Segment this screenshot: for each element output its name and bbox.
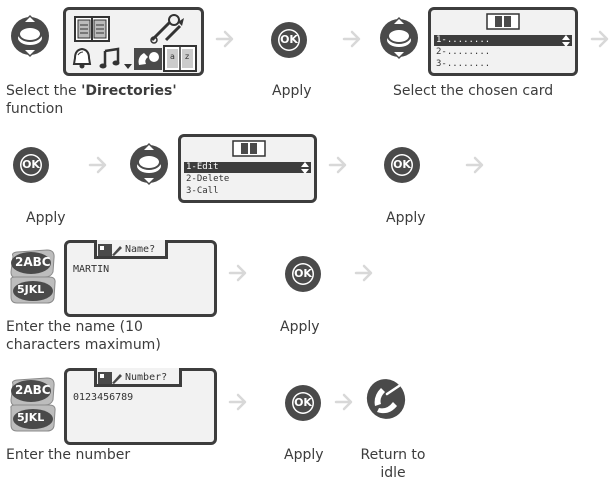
phonebook-edit-icon <box>98 244 122 256</box>
key-2-label: 2ABC <box>15 255 51 269</box>
name-entry-screen: Name? MARTIN <box>64 240 217 317</box>
scroll-down-icon <box>124 64 132 69</box>
bell-icon <box>72 47 92 69</box>
svg-text:a: a <box>170 52 175 61</box>
ok-label: OK <box>294 396 312 409</box>
edit-menu-screen: 1-Edit 2-Delete 3-Call <box>178 134 317 203</box>
arrow-right-icon <box>334 393 353 411</box>
arrow-right-icon <box>88 156 107 174</box>
name-input[interactable]: MARTIN <box>73 264 110 275</box>
caption-apply: Apply <box>272 83 312 99</box>
phonebook-edit-icon <box>98 372 122 384</box>
ok-label: OK <box>294 267 312 280</box>
music-icon <box>99 47 120 69</box>
directory-book-icon <box>74 16 110 42</box>
menu-item-call[interactable]: 3-Call <box>186 186 219 196</box>
caption-select-directories: Select the 'Directories'function <box>6 83 177 117</box>
main-menu-screen: a z <box>63 7 204 76</box>
arrow-right-icon <box>228 393 247 411</box>
caption-select-card: Select the chosen card <box>393 83 554 99</box>
number-entry-screen: Number? 0123456789 <box>64 368 217 445</box>
hang-up-icon[interactable] <box>365 378 407 420</box>
svg-text:z: z <box>185 52 189 61</box>
arrow-right-icon <box>465 156 484 174</box>
list-item[interactable]: 1-........ <box>434 35 572 46</box>
caption-apply: Apply <box>284 447 324 463</box>
ok-label: OK <box>22 158 40 171</box>
arrow-right-icon <box>215 30 234 48</box>
tools-icon <box>150 14 184 44</box>
caption-apply: Apply <box>386 210 426 226</box>
arrow-right-icon <box>590 30 609 48</box>
caption-enter-name: Enter the name (10 characters maximum) <box>6 319 161 353</box>
number-input[interactable]: 0123456789 <box>73 392 134 403</box>
arrow-right-icon <box>228 264 247 282</box>
arrow-right-icon <box>342 30 361 48</box>
caption-apply: Apply <box>26 210 66 226</box>
caption-return-idle: Return to idle <box>360 447 426 481</box>
navigator-icon <box>10 14 50 58</box>
screen-title: Number? <box>125 372 168 383</box>
menu-item-edit[interactable]: 1-Edit <box>184 162 311 173</box>
caption-enter-number: Enter the number <box>6 447 131 463</box>
arrow-right-icon <box>328 156 347 174</box>
key-5-label: 5JKL <box>17 411 45 424</box>
list-item[interactable]: 2-........ <box>436 47 491 57</box>
menu-item-delete[interactable]: 2-Delete <box>186 174 230 184</box>
navigator-icon <box>379 16 419 60</box>
list-item[interactable]: 3-........ <box>436 59 491 69</box>
scroll-updown-icon <box>562 35 570 47</box>
navigator-icon <box>129 142 169 186</box>
directory-book-icon <box>232 140 266 157</box>
key-2-label: 2ABC <box>15 383 51 397</box>
ok-label: OK <box>393 158 411 171</box>
key-5-label: 5JKL <box>17 283 45 296</box>
arrow-right-icon <box>354 264 373 282</box>
ok-label: OK <box>280 33 298 46</box>
directory-book-icon <box>486 13 520 30</box>
caption-apply: Apply <box>280 319 320 335</box>
card-list-screen: 1-........ 2-........ 3-........ <box>428 7 578 76</box>
phonebook-icon: a z <box>134 45 198 72</box>
scroll-updown-icon <box>301 162 309 174</box>
screen-title: Name? <box>125 244 156 255</box>
